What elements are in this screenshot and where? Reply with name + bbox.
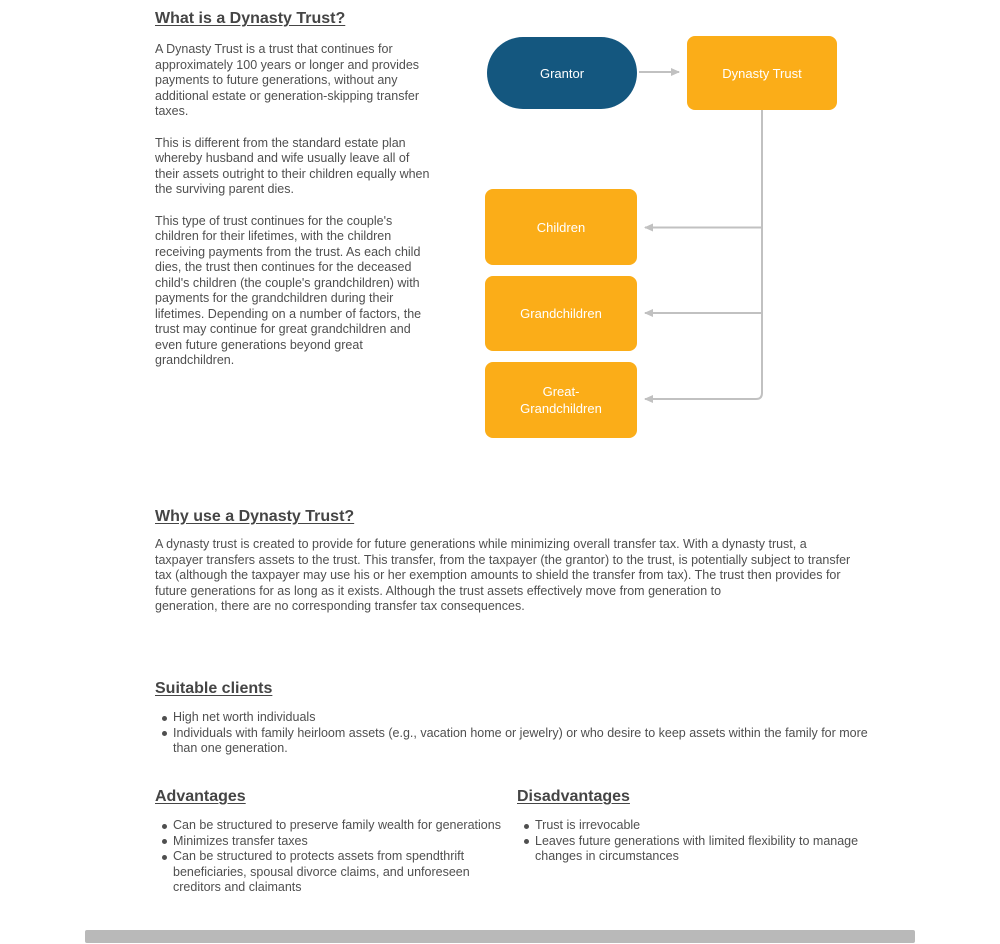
node-grandchildren: Grandchildren [485, 276, 637, 351]
node-grandchildren-label: Grandchildren [520, 306, 602, 321]
what-is-paragraph-3: This type of trust continues for the cou… [155, 213, 422, 368]
edge-dynasty-great-grandchildren [644, 110, 763, 403]
list-item: Can be structured to preserve family wea… [162, 818, 520, 834]
bullet-icon [162, 854, 167, 860]
what-is-paragraph-1: A Dynasty Trust is a trust that continue… [155, 42, 420, 118]
node-grantor: Grantor [487, 37, 637, 109]
list-item: Trust is irrevocable [524, 818, 862, 834]
suitable-clients-heading: Suitable clients [155, 680, 273, 697]
section-disadvantages: Disadvantages Trust is irrevocable Leave… [517, 788, 862, 865]
bullet-icon [162, 731, 167, 736]
list-item-text: Minimizes transfer taxes [173, 833, 308, 848]
why-use-paragraph: A dynasty trust is created to provide fo… [155, 537, 851, 613]
bullet-icon [524, 839, 529, 844]
list-item-text: Individuals with family heirloom assets … [173, 725, 868, 756]
node-dynasty-trust-label: Dynasty Trust [722, 65, 802, 81]
list-item: Leaves future generations with limited f… [524, 834, 862, 865]
list-item: Minimizes transfer taxes [162, 834, 520, 850]
diagram-connectors [639, 68, 763, 403]
node-children: Children [485, 189, 637, 265]
bullet-icon [162, 715, 167, 721]
advantages-heading: Advantages [155, 788, 246, 805]
what-is-heading: What is a Dynasty Trust? [155, 10, 346, 27]
node-grantor-label: Grantor [539, 65, 585, 81]
what-is-paragraph-2: This is different from the standard esta… [155, 135, 430, 197]
list-item-text: Can be structured to protects assets fro… [173, 849, 470, 894]
why-use-heading: Why use a Dynasty Trust? [155, 508, 355, 525]
section-what-is-dynasty-trust: What is a Dynasty Trust? A Dynasty Trust… [155, 10, 432, 385]
node-great-grandchildren-label: Great- Grandchildren [520, 384, 602, 416]
bullet-icon [162, 839, 167, 844]
node-dynasty-trust: Dynasty Trust [687, 36, 837, 110]
bullet-icon [162, 823, 167, 829]
node-great-grandchildren: Great- Grandchildren [485, 362, 637, 438]
section-advantages: Advantages Can be structured to preserve… [155, 788, 520, 896]
section-why-use: Why use a Dynasty Trust? A dynasty trust… [155, 508, 852, 615]
node-children-label: Children [536, 219, 586, 235]
bullet-icon [524, 823, 529, 829]
list-item-text: Trust is irrevocable [535, 818, 641, 832]
list-item-text: Leaves future generations with limited f… [535, 833, 859, 864]
list-item: Individuals with family heirloom assets … [162, 726, 885, 757]
advantages-list: Can be structured to preserve family wea… [162, 818, 520, 896]
list-item-text: High net worth individuals [173, 710, 316, 724]
disadvantages-list: Trust is irrevocable Leaves future gener… [524, 818, 862, 865]
section-suitable-clients: Suitable clients High net worth individu… [155, 680, 885, 757]
horizontal-scrollbar[interactable] [85, 930, 915, 943]
suitable-clients-list: High net worth individuals Individuals w… [162, 710, 885, 757]
disadvantages-heading: Disadvantages [517, 788, 630, 805]
list-item-text: Can be structured to preserve family wea… [173, 818, 501, 832]
list-item: Can be structured to protects assets fro… [162, 849, 520, 896]
list-item: High net worth individuals [162, 710, 885, 726]
